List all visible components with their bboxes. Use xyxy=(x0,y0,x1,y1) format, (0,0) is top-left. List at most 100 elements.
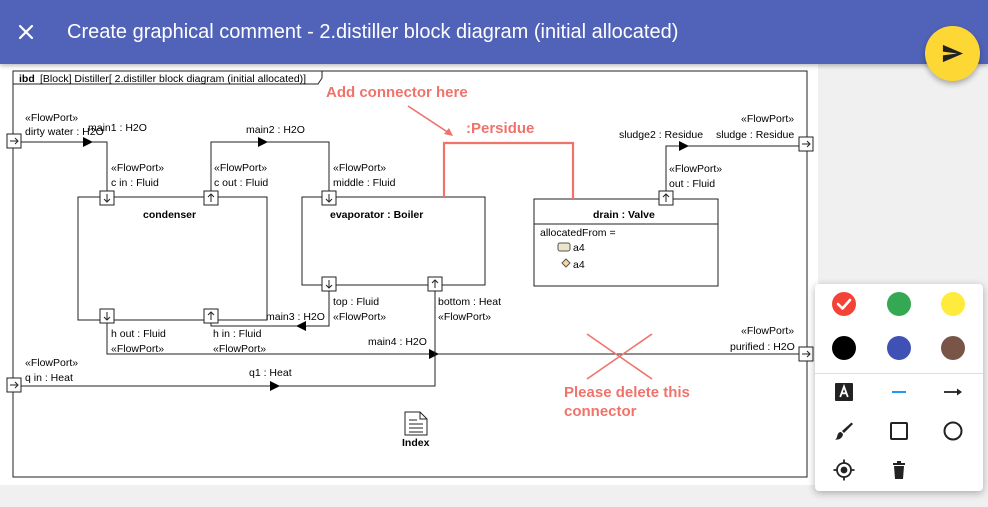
stereotype-label: «FlowPort» xyxy=(741,325,794,337)
diagram-canvas[interactable]: ibd [Block] Distiller[ 2.distiller block… xyxy=(0,64,818,485)
color-black-swatch[interactable] xyxy=(832,336,856,360)
document-icon xyxy=(404,411,428,436)
stereotype-label: «FlowPort» xyxy=(111,162,164,174)
brush-icon xyxy=(835,422,853,440)
circle-tool[interactable] xyxy=(941,419,965,443)
port-purified[interactable] xyxy=(798,346,814,362)
annotation-persidue[interactable]: :Persidue xyxy=(466,120,534,137)
stereotype-label: «FlowPort» xyxy=(213,343,266,355)
port-label: sludge : Residue xyxy=(716,129,794,141)
line-icon xyxy=(892,391,906,393)
port-c-in[interactable] xyxy=(99,190,115,206)
arrow-icon xyxy=(944,388,962,396)
port-label: top : Fluid xyxy=(333,296,379,308)
color-green-swatch[interactable] xyxy=(887,292,911,316)
port-sludge[interactable] xyxy=(798,136,814,152)
connector-main3[interactable] xyxy=(296,291,330,331)
pointer-tool[interactable] xyxy=(832,458,856,482)
color-brown-swatch[interactable] xyxy=(941,336,965,360)
circle-icon xyxy=(943,421,963,441)
target-icon xyxy=(833,459,855,481)
connector-main2[interactable] xyxy=(210,137,268,191)
color-red-swatch[interactable] xyxy=(832,292,856,316)
stereotype-label: «FlowPort» xyxy=(214,162,267,174)
connector-main4[interactable] xyxy=(106,316,439,359)
text-tool[interactable] xyxy=(832,380,856,404)
port-label: c in : Fluid xyxy=(111,177,159,189)
index-shortcut[interactable]: Index xyxy=(402,411,430,449)
connector-sludge2[interactable] xyxy=(665,141,689,191)
rectangle-tool[interactable] xyxy=(887,419,911,443)
action-icon xyxy=(561,258,571,268)
annotation-cross[interactable] xyxy=(586,333,653,380)
connector-label: sludge2 : Residue xyxy=(619,129,703,141)
stereotype-label: «FlowPort» xyxy=(25,112,78,124)
port-c-out[interactable] xyxy=(203,190,219,206)
port-dirty-water[interactable] xyxy=(6,133,22,149)
brush-tool[interactable] xyxy=(832,419,856,443)
stereotype-label: «FlowPort» xyxy=(741,113,794,125)
connector-label: q1 : Heat xyxy=(249,367,292,379)
port-label: out : Fluid xyxy=(669,178,715,190)
port-h-in[interactable] xyxy=(203,308,219,324)
stereotype-label: «FlowPort» xyxy=(333,162,386,174)
frame-tab xyxy=(13,71,323,85)
frame-kind: ibd xyxy=(19,73,35,85)
connector-label: main2 : H2O xyxy=(246,124,305,136)
stereotype-label: «FlowPort» xyxy=(25,357,78,369)
send-button[interactable] xyxy=(925,26,980,81)
color-blue-swatch[interactable] xyxy=(887,336,911,360)
port-h-out[interactable] xyxy=(99,308,115,324)
diagram-frame xyxy=(12,70,808,478)
port-label: h in : Fluid xyxy=(213,328,262,340)
arrow-tool[interactable] xyxy=(941,380,965,404)
annotation-arrowhead xyxy=(444,128,453,136)
port-label: q in : Heat xyxy=(25,372,73,384)
toolbar-divider xyxy=(815,373,983,374)
annotation-new-connector[interactable] xyxy=(442,141,575,199)
connector-label: main1 : H2O xyxy=(88,122,147,134)
trash-icon xyxy=(893,461,905,479)
color-yellow-swatch[interactable] xyxy=(941,292,965,316)
annotation-delete-line1[interactable]: Please delete this xyxy=(564,384,690,401)
port-label: bottom : Heat xyxy=(438,296,501,308)
port-out[interactable] xyxy=(658,190,674,206)
port-bottom[interactable] xyxy=(427,276,443,292)
block-diagram: ibd [Block] Distiller[ 2.distiller block… xyxy=(6,70,814,478)
checkmark-icon xyxy=(836,298,852,310)
line-tool[interactable] xyxy=(887,380,911,404)
frame-label: [Block] Distiller[ 2.distiller block dia… xyxy=(40,73,306,85)
port-q-in[interactable] xyxy=(6,377,22,393)
allocated-from-label: allocatedFrom = xyxy=(540,227,616,239)
alloc-item: a4 xyxy=(573,259,585,271)
port-label: middle : Fluid xyxy=(333,177,396,189)
text-icon xyxy=(835,383,853,401)
annotation-arrow[interactable] xyxy=(407,105,450,134)
stereotype-label: «FlowPort» xyxy=(111,343,164,355)
evaporator-label: evaporator : Boiler xyxy=(330,209,423,221)
stereotype-label: «FlowPort» xyxy=(333,311,386,323)
stereotype-label: «FlowPort» xyxy=(438,311,491,323)
evaporator-block[interactable] xyxy=(301,196,486,286)
close-button[interactable] xyxy=(10,16,42,48)
port-label: dirty water : H2O xyxy=(25,126,104,138)
port-top[interactable] xyxy=(321,276,337,292)
port-middle[interactable] xyxy=(321,190,337,206)
drawing-toolbar xyxy=(815,284,983,491)
rectangle-icon xyxy=(890,422,908,440)
port-label: c out : Fluid xyxy=(214,177,268,189)
connector-label: main3 : H2O xyxy=(266,311,325,323)
stereotype-label: «FlowPort» xyxy=(669,163,722,175)
alloc-item: a4 xyxy=(573,242,585,254)
delete-tool[interactable] xyxy=(887,458,911,482)
annotation-delete-line2[interactable]: connector xyxy=(564,403,637,420)
annotation-add-connector[interactable]: Add connector here xyxy=(326,84,468,101)
condenser-block[interactable] xyxy=(77,196,268,321)
drain-label: drain : Valve xyxy=(593,209,655,221)
activity-icon xyxy=(557,242,571,252)
send-icon xyxy=(942,44,964,63)
port-label: purified : H2O xyxy=(730,341,795,353)
dialog-title: Create graphical comment - 2.distiller b… xyxy=(67,21,679,43)
dialog-header: Create graphical comment - 2.distiller b… xyxy=(0,0,988,64)
index-label: Index xyxy=(402,437,430,449)
